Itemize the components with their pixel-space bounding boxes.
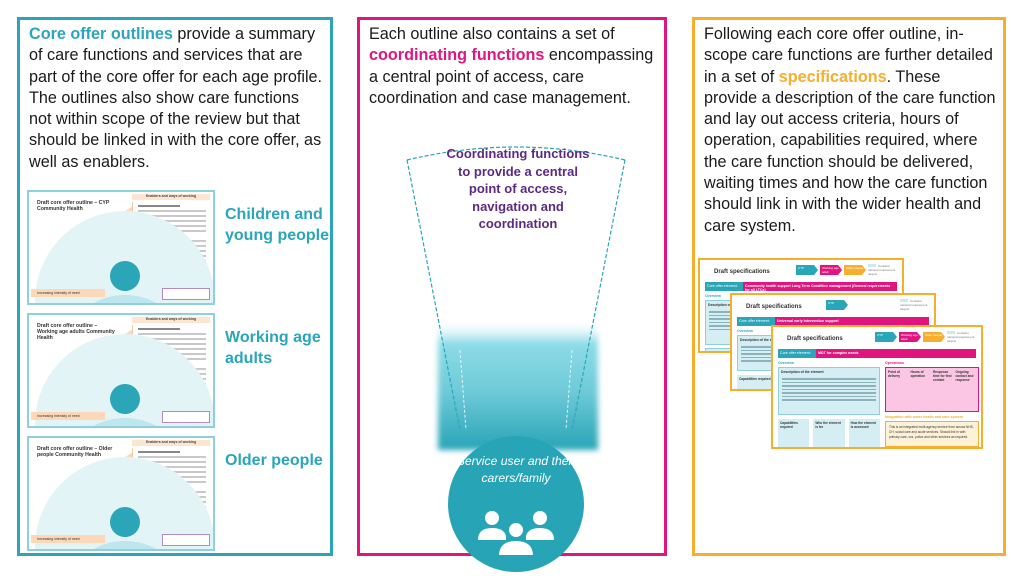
description-heading: Description of the element bbox=[781, 370, 824, 374]
integration-box: This is an integrated multi-agency servi… bbox=[885, 421, 979, 447]
element-value: Community health support Long Term Condi… bbox=[743, 282, 897, 292]
people-group-icon bbox=[478, 511, 554, 556]
intensity-arrow: Increasing intensity of need bbox=[31, 289, 105, 297]
stream-left-line bbox=[459, 349, 467, 431]
ops-header-hours: Hours of operation bbox=[910, 370, 926, 378]
intensity-arrow: Increasing intensity of need bbox=[31, 535, 105, 543]
element-key: Core offer element: bbox=[737, 317, 775, 326]
coordinating-intro-prefix: Each outline also contains a set of bbox=[369, 25, 615, 43]
overview-heading: Overview bbox=[705, 294, 721, 298]
tab-cyp[interactable]: CYP bbox=[826, 300, 848, 310]
tab-older-people[interactable]: Older people bbox=[923, 332, 945, 342]
spec-title: Draft specifications bbox=[787, 336, 843, 342]
service-user-node bbox=[110, 261, 140, 291]
outline-title: Draft core offer outline – Working age a… bbox=[37, 323, 115, 341]
element-key: Core offer element: bbox=[705, 282, 743, 291]
specifications-intro-suffix: . These provide a description of the car… bbox=[704, 67, 996, 235]
ops-header-point: Point of delivery bbox=[888, 370, 901, 378]
description-heading: Description of the element bbox=[708, 303, 751, 307]
age-tabs: CYP Contains national requirement target… bbox=[826, 299, 930, 311]
operations-heading: Operations bbox=[885, 361, 904, 365]
capabilities-heading: Capabilities required bbox=[778, 419, 810, 447]
funnel-top-arc bbox=[406, 146, 626, 161]
overview-heading: Overview bbox=[778, 361, 794, 365]
funnel-left-edge bbox=[406, 159, 461, 431]
tab-older-people[interactable]: Older people bbox=[844, 265, 866, 275]
coordinating-intro-suffix: encompassing a central point of access, … bbox=[369, 46, 654, 107]
outline-thumbnail-cyp[interactable]: Enablers and ways of working Draft core … bbox=[27, 190, 215, 305]
core-offer-element-bar: Core offer element: Community health sup… bbox=[705, 282, 897, 292]
specifications-intro: Following each core offer outline, in-sc… bbox=[704, 24, 997, 237]
coordinating-highlight: coordinating functions bbox=[369, 46, 545, 65]
funnel-right-edge bbox=[571, 159, 626, 431]
age-label-working-age: Working age adults bbox=[225, 329, 321, 367]
description-heading: Description of the element bbox=[740, 338, 783, 342]
core-offer-intro: Core offer outlines provide a summary of… bbox=[29, 24, 324, 173]
coordinating-funnel bbox=[406, 146, 626, 450]
core-offer-highlight: Core offer outlines bbox=[29, 25, 173, 43]
overview-heading: Overview bbox=[737, 329, 753, 333]
spec-page-mdt[interactable]: Draft specifications CYP Working age adu… bbox=[771, 325, 983, 449]
service-user-circle: Service user and their carers/family bbox=[448, 436, 584, 572]
element-value: MDT for complex needs bbox=[816, 349, 976, 358]
outline-legend bbox=[162, 411, 210, 423]
outline-legend bbox=[162, 288, 210, 300]
core-offer-intro-text: provide a summary of care functions and … bbox=[29, 25, 323, 171]
intensity-arrow: Increasing intensity of need bbox=[31, 412, 105, 420]
enablers-heading: Enablers and ways of working bbox=[132, 440, 210, 446]
age-tabs: CYP Working age adult Older people Conta… bbox=[875, 331, 977, 343]
ops-header-ongoing: Ongoing contact and response bbox=[955, 370, 974, 382]
access-heading: How the element is accessed bbox=[848, 419, 880, 447]
tab-working-age[interactable]: Working age adult bbox=[820, 265, 842, 275]
outline-title: Draft core offer outline – Older people … bbox=[37, 446, 113, 458]
operations-box: Point of delivery Hours of operation Res… bbox=[885, 367, 979, 412]
enablers-heading: Enablers and ways of working bbox=[132, 194, 210, 200]
stream-right-line bbox=[565, 349, 573, 431]
age-label-older-people: Older people bbox=[225, 452, 323, 469]
national-targets-note: Contains national requirement targets bbox=[900, 299, 930, 311]
outline-thumbnail-working-age[interactable]: Enablers and ways of working Draft core … bbox=[27, 313, 215, 428]
detail-columns: Capabilities required Who the element is… bbox=[778, 419, 880, 447]
tab-cyp[interactable]: CYP bbox=[875, 332, 897, 342]
coordinating-intro: Each outline also contains a set of coor… bbox=[369, 24, 658, 109]
coordinating-functions-panel: Each outline also contains a set of coor… bbox=[357, 17, 667, 572]
core-offer-element-bar: Core offer element: MDT for complex need… bbox=[778, 349, 976, 358]
spec-title: Draft specifications bbox=[714, 269, 770, 275]
spec-title: Draft specifications bbox=[746, 304, 802, 310]
national-targets-note: Contains national requirement targets bbox=[947, 331, 977, 343]
description-box: Description of the element bbox=[778, 367, 880, 415]
service-user-node bbox=[110, 507, 140, 537]
element-key: Core offer element: bbox=[778, 349, 816, 358]
outline-thumbnail-older-people[interactable]: Enablers and ways of working Draft core … bbox=[27, 436, 215, 551]
tab-cyp[interactable]: CYP bbox=[796, 265, 818, 275]
service-user-node bbox=[110, 384, 140, 414]
specifications-intro-prefix: Following each core offer outline, in-sc… bbox=[704, 25, 993, 86]
element-value: Universal early intervention support bbox=[775, 317, 929, 326]
tab-working-age[interactable]: Working age adult bbox=[899, 332, 921, 342]
specifications-panel: Following each core offer outline, in-sc… bbox=[692, 17, 1006, 556]
ops-header-response: Response time for first contact bbox=[933, 370, 952, 382]
outline-title: Draft core offer outline – CYP Community… bbox=[37, 200, 110, 212]
coordinating-functions-label: Coordinating functions to provide a cent… bbox=[446, 146, 590, 231]
specifications-highlight: specifications bbox=[778, 67, 887, 86]
coordination-stream bbox=[438, 320, 598, 450]
core-offer-outlines-panel: Core offer outlines provide a summary of… bbox=[17, 17, 333, 556]
who-heading: Who the element is for bbox=[813, 419, 845, 447]
age-label-cyp: Children and young people bbox=[225, 206, 329, 244]
core-offer-element-bar: Core offer element: Universal early inte… bbox=[737, 317, 929, 326]
enablers-heading: Enablers and ways of working bbox=[132, 317, 210, 323]
integration-heading: Integration with wider health and care s… bbox=[885, 415, 963, 419]
national-targets-note: Contains national requirement targets bbox=[868, 264, 898, 276]
outline-legend bbox=[162, 534, 210, 546]
age-tabs: CYP Working age adult Older people Conta… bbox=[796, 264, 898, 276]
service-user-label: Service user and their carers/family bbox=[456, 454, 576, 485]
